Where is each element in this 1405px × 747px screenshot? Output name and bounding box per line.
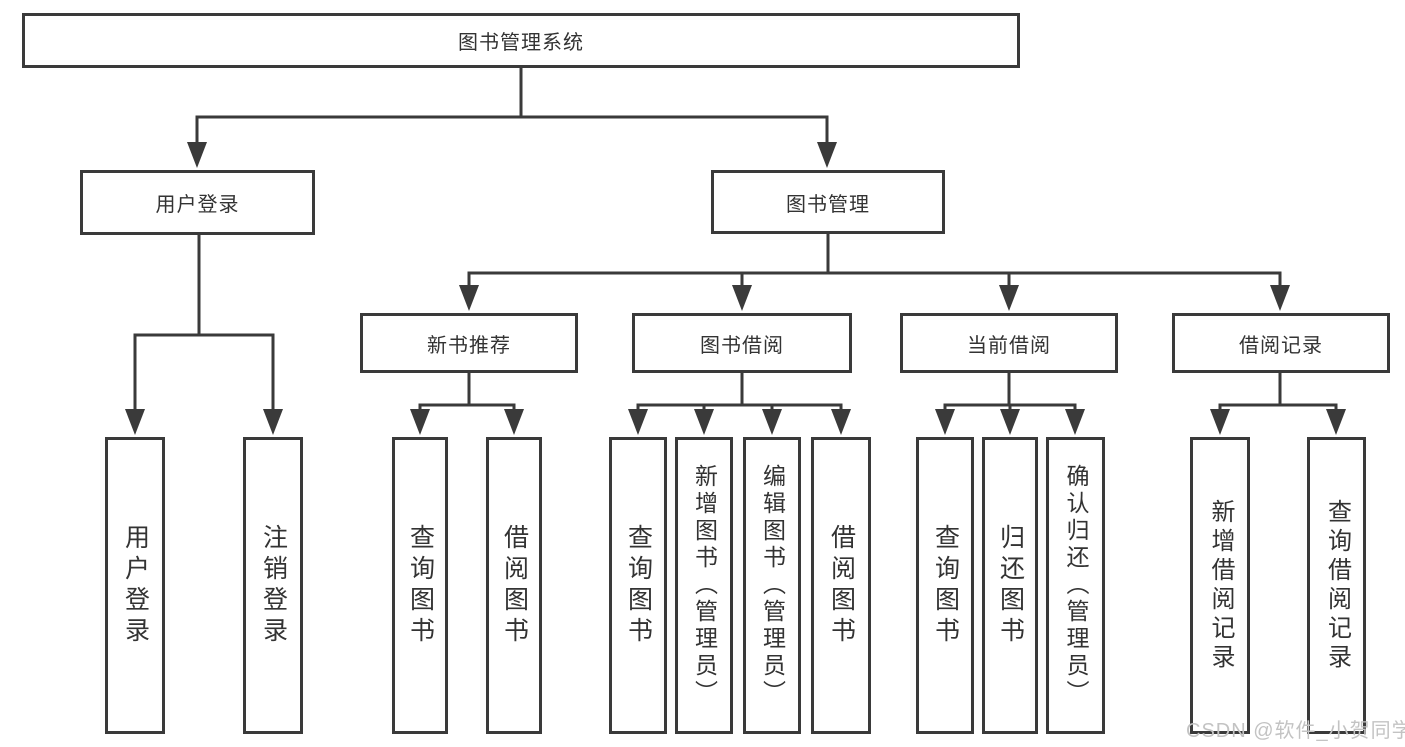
arrow-down-icon bbox=[694, 409, 714, 435]
node-borrow-book-1-label: 借阅图书 bbox=[500, 523, 529, 648]
node-login: 用户登录 bbox=[105, 437, 165, 734]
connector-book-mgmt bbox=[467, 233, 1282, 287]
node-add-book-label: 新增图书（管理员） bbox=[691, 464, 718, 707]
arrow-down-icon bbox=[263, 409, 283, 435]
arrow-down-icon bbox=[1065, 409, 1085, 435]
arrow-down-icon bbox=[1326, 409, 1346, 435]
node-return-book-label: 归还图书 bbox=[996, 523, 1025, 648]
node-current-borrow: 当前借阅 bbox=[900, 313, 1118, 373]
arrow-down-icon bbox=[125, 409, 145, 435]
node-borrow-records-label: 借阅记录 bbox=[1239, 334, 1323, 357]
arrow-down-icon bbox=[504, 409, 524, 435]
node-return-book: 归还图书 bbox=[982, 437, 1038, 734]
node-query-book-1-label: 查询图书 bbox=[406, 523, 435, 648]
node-logout-label: 注销登录 bbox=[259, 523, 288, 648]
arrowheads bbox=[125, 142, 1346, 435]
arrow-down-icon bbox=[831, 409, 851, 435]
node-new-rec: 新书推荐 bbox=[360, 313, 578, 373]
connector-root bbox=[195, 68, 829, 143]
node-query-book-1: 查询图书 bbox=[392, 437, 448, 734]
node-book-mgmt: 图书管理 bbox=[711, 170, 945, 234]
node-edit-book-label: 编辑图书（管理员） bbox=[759, 464, 786, 707]
node-logout: 注销登录 bbox=[243, 437, 303, 734]
node-current-borrow-label: 当前借阅 bbox=[967, 334, 1051, 357]
connector-user-login bbox=[133, 235, 275, 410]
connector-current-borrow bbox=[943, 373, 1077, 412]
node-add-record: 新增借阅记录 bbox=[1190, 437, 1250, 734]
node-add-book: 新增图书（管理员） bbox=[675, 437, 733, 734]
arrow-down-icon bbox=[459, 285, 479, 311]
arrow-down-icon bbox=[628, 409, 648, 435]
node-confirm-return: 确认归还（管理员） bbox=[1046, 437, 1105, 734]
node-user-login: 用户登录 bbox=[80, 170, 315, 235]
node-add-record-label: 新增借阅记录 bbox=[1207, 498, 1234, 673]
node-borrow-book-1: 借阅图书 bbox=[486, 437, 542, 734]
node-confirm-return-label: 确认归还（管理员） bbox=[1063, 464, 1089, 707]
node-borrow-records: 借阅记录 bbox=[1172, 313, 1390, 373]
node-borrow-book-2-label: 借阅图书 bbox=[827, 523, 856, 648]
node-query-book-3: 查询图书 bbox=[916, 437, 974, 734]
node-query-book-3-label: 查询图书 bbox=[931, 523, 960, 648]
arrow-down-icon bbox=[817, 142, 837, 168]
node-login-label: 用户登录 bbox=[121, 523, 150, 648]
connector-borrow-records bbox=[1218, 373, 1338, 412]
node-new-rec-label: 新书推荐 bbox=[427, 334, 511, 357]
connector-new-rec bbox=[418, 373, 516, 412]
node-query-book-2-label: 查询图书 bbox=[624, 523, 653, 648]
node-user-login-label: 用户登录 bbox=[155, 194, 240, 216]
node-query-record: 查询借阅记录 bbox=[1307, 437, 1366, 734]
arrow-down-icon bbox=[762, 409, 782, 435]
arrow-down-icon bbox=[935, 409, 955, 435]
arrow-down-icon bbox=[410, 409, 430, 435]
node-book-mgmt-label: 图书管理 bbox=[786, 193, 870, 216]
arrow-down-icon bbox=[732, 285, 752, 311]
node-edit-book: 编辑图书（管理员） bbox=[743, 437, 801, 734]
node-root: 图书管理系统 bbox=[22, 13, 1020, 68]
connector-book-borrow bbox=[636, 373, 843, 412]
arrow-down-icon bbox=[1000, 409, 1020, 435]
node-book-borrow: 图书借阅 bbox=[632, 313, 852, 373]
arrow-down-icon bbox=[187, 142, 207, 168]
arrow-down-icon bbox=[1210, 409, 1230, 435]
node-book-borrow-label: 图书借阅 bbox=[700, 334, 784, 357]
arrow-down-icon bbox=[1270, 285, 1290, 311]
node-borrow-book-2: 借阅图书 bbox=[811, 437, 871, 734]
node-query-book-2: 查询图书 bbox=[609, 437, 667, 734]
node-query-record-label: 查询借阅记录 bbox=[1323, 498, 1351, 673]
arrow-down-icon bbox=[999, 285, 1019, 311]
csdn-watermark: CSDN @软件_小贺同学 bbox=[1186, 720, 1405, 742]
node-root-label: 图书管理系统 bbox=[458, 32, 584, 54]
